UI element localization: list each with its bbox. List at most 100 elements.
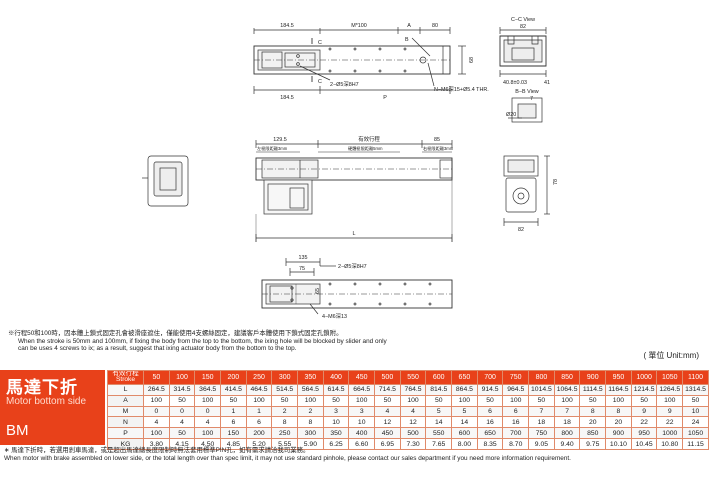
stroke-header-cell: 850: [553, 370, 581, 385]
bottom-dim-135: 135: [299, 255, 308, 261]
unit-label: ( 單位 Unit:mm): [643, 351, 699, 360]
spec-cell: 4: [168, 416, 196, 429]
spec-cell: 9.75: [579, 438, 607, 451]
spec-cell: 964.5: [502, 383, 530, 396]
footer-note: ∗ 馬達下折時，若選用剎車馬達，或是超出馬達總長度限制時無法套用標準PIN孔，如…: [4, 447, 571, 462]
stroke-header-cell: 500: [374, 370, 401, 385]
model-code: BM: [6, 422, 29, 439]
spec-cell: 250: [271, 427, 299, 440]
spec-cell: 6: [245, 416, 273, 429]
stroke-header-cell: 400: [322, 370, 350, 385]
bottom-dim-65: 65: [315, 288, 321, 294]
spec-row-label: A: [107, 394, 144, 407]
footer-note-en: When motor with brake assembled on lower…: [4, 454, 571, 462]
spec-cell: 24: [682, 416, 709, 429]
spec-cell: 6: [220, 416, 247, 429]
spec-cell: 664.5: [348, 383, 376, 396]
spec-cell: 764.5: [399, 383, 427, 396]
spec-cell: 700: [502, 427, 530, 440]
spec-cell: 614.5: [322, 383, 350, 396]
spec-cell: 364.5: [194, 383, 222, 396]
spec-cell: 414.5: [220, 383, 247, 396]
spec-cell: 50: [528, 394, 555, 407]
bottom-thread-note: 4−M6深13: [322, 312, 347, 320]
spec-cell: 0: [168, 405, 196, 418]
top-dim-left: 184.5: [280, 23, 294, 29]
stroke-header-cell: 450: [348, 370, 376, 385]
spec-cell: 800: [553, 427, 581, 440]
spec-cell: 50: [168, 427, 196, 440]
spec-cell: 100: [502, 394, 530, 407]
technical-drawing: 184.5 M*100 A 80 68 184.5 P C C B 2−Ø5深8…: [142, 17, 559, 320]
spec-cell: 4: [374, 405, 401, 418]
spec-cell: 16: [502, 416, 530, 429]
spec-cell: 314.5: [168, 383, 196, 396]
spec-cell: 5: [425, 405, 453, 418]
front-dim-129: 129.5: [273, 137, 287, 143]
spec-cell: 100: [605, 394, 632, 407]
stroke-header-cell: 350: [297, 370, 324, 385]
cc-dim-41: 41: [544, 80, 550, 86]
stroke-header-cell: 1050: [656, 370, 684, 385]
spec-cell: 1114.5: [579, 383, 607, 396]
spec-cell: 14: [425, 416, 453, 429]
spec-cell: 12: [399, 416, 427, 429]
spec-cell: 6.95: [374, 438, 401, 451]
spec-cell: 750: [528, 427, 555, 440]
spec-cell: 10.45: [630, 438, 658, 451]
spec-cell: 0: [143, 405, 170, 418]
spec-cell: 50: [682, 394, 709, 407]
spec-row-label: L: [107, 383, 144, 396]
stroke-header-cell: 50: [143, 370, 170, 385]
spec-cell: 10.80: [656, 438, 684, 451]
stroke-header-cell: 900: [579, 370, 607, 385]
spec-cell: 5: [451, 405, 478, 418]
spec-cell: 100: [143, 427, 170, 440]
spec-cell: 950: [630, 427, 658, 440]
top-dim-a: A: [407, 23, 411, 29]
spec-cell: 4: [143, 416, 170, 429]
right-end-view: [503, 155, 550, 226]
spec-cell: 300: [297, 427, 324, 440]
top-dim-80: 80: [432, 23, 438, 29]
stroke-header-cell: 800: [528, 370, 555, 385]
cc-dim-bottom: 40.8±0.03: [503, 80, 527, 86]
spec-cell: 5.20: [245, 438, 273, 451]
spec-cell: 650: [476, 427, 504, 440]
spec-cell: 6.25: [322, 438, 350, 451]
spec-cell: 550: [425, 427, 453, 440]
top-dim-p: P: [383, 95, 387, 101]
spec-cell: 50: [579, 394, 607, 407]
spec-cell: 150: [220, 427, 247, 440]
footer-note-cn: ∗ 馬達下折時，若選用剎車馬達，或是超出馬達總長度限制時無法套用標準PIN孔，如…: [4, 447, 310, 454]
spec-row-label: P: [107, 427, 144, 440]
stroke-header-cell: 150: [194, 370, 222, 385]
spec-cell: 1050: [682, 427, 709, 440]
spec-cell: 22: [656, 416, 684, 429]
stroke-note-cn: ※行程50和100時，因本體上鎖式固定孔會被滑座遮住，僅能使用4支螺絲固定，建議…: [8, 330, 343, 337]
stroke-header-cell: 100: [168, 370, 196, 385]
motor-config-cn: 馬達下折: [6, 378, 78, 397]
spec-cell: 2: [271, 405, 299, 418]
spec-cell: 0: [194, 405, 222, 418]
front-dim-82: 82: [518, 227, 524, 233]
spec-cell: 6: [476, 405, 504, 418]
front-view: [255, 140, 453, 242]
stroke-header-en: Stroke: [115, 376, 136, 384]
spec-cell: 1214.5: [630, 383, 658, 396]
bb-dim-7: 7: [530, 96, 533, 102]
spec-cell: 100: [194, 427, 222, 440]
spec-cell: 8: [579, 405, 607, 418]
spec-cell: 7.30: [399, 438, 427, 451]
spec-cell: 6: [502, 405, 530, 418]
spec-cell: 7: [528, 405, 555, 418]
left-end-view: [142, 155, 189, 207]
spec-cell: 11.15: [682, 438, 709, 451]
spec-cell: 9: [630, 405, 658, 418]
